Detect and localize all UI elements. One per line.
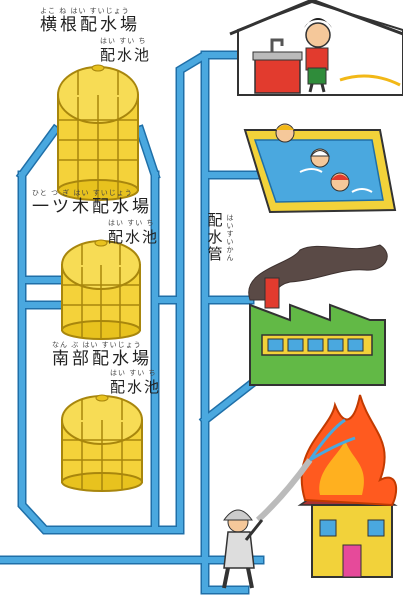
nanbu-sub-label: はい すい ち 配水池 (110, 370, 161, 395)
house-with-person-illustration (229, 0, 403, 96)
yokone-sub-ruby: はい すい ち (100, 37, 147, 45)
person-head-icon (305, 22, 331, 48)
burning-house-illustration (297, 394, 398, 578)
firefighter-illustration (222, 418, 356, 589)
yokone-sub-label: はい すい ち 配水池 (100, 38, 151, 63)
nanbu-reservoir-tank (61, 394, 143, 492)
swimming-pool-illustration (243, 123, 397, 214)
nanbu-ruby: なん ぶ はい すいじょう (52, 341, 142, 349)
nanbu-sub-ruby: はい すい ち (110, 369, 157, 377)
hitotsugi-label: ひと つ ぎ はい すいじょう 一ツ木配水場 (32, 190, 152, 216)
yokone-label: よこ ね はい すいじょう 横根配水場 (40, 8, 140, 34)
nanbu-sub: 配水池 (110, 378, 162, 396)
yokone-ruby: よこ ね はい すいじょう (40, 7, 130, 15)
pipe-char-3: 管 (207, 245, 223, 263)
yokone-title: 横根配水場 (40, 15, 140, 35)
water-pipes (0, 50, 273, 595)
hitotsugi-sub: 配水池 (108, 228, 160, 246)
factory-illustration (248, 244, 388, 386)
hitotsugi-reservoir-tank (61, 239, 141, 340)
pipe-char-2: 水 (207, 228, 223, 246)
hitotsugi-sub-ruby: はい すい ち (108, 219, 155, 227)
pipe-ruby: はいすいかん (226, 214, 234, 262)
hitotsugi-ruby: ひと つ ぎ はい すいじょう (32, 189, 133, 197)
nanbu-title: 南部配水場 (52, 349, 152, 369)
hitotsugi-title: 一ツ木配水場 (32, 197, 152, 217)
yokone-reservoir-tank (57, 64, 139, 201)
pipe-label: 配 水 管 (206, 212, 224, 263)
nanbu-label: なん ぶ はい すいじょう 南部配水場 (52, 342, 152, 368)
yokone-sub: 配水池 (100, 46, 152, 64)
pipe-char-1: 配 (207, 211, 223, 229)
hitotsugi-sub-label: はい すい ち 配水池 (108, 220, 159, 245)
